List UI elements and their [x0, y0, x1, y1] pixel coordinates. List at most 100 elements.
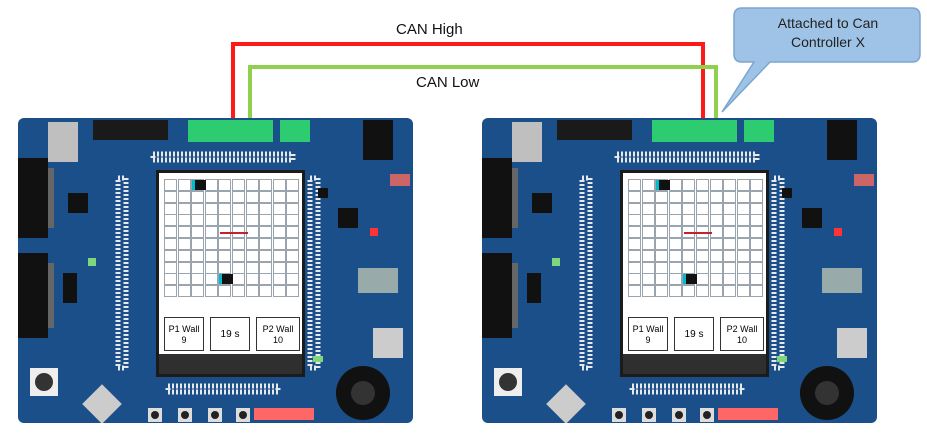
grid-cell — [709, 261, 723, 274]
grid-cell — [628, 226, 641, 239]
grid-cell — [164, 285, 177, 298]
grid-cell — [723, 226, 737, 239]
player2-marker — [219, 274, 234, 285]
grid-cell — [736, 261, 750, 274]
timer-box: 19 s — [674, 317, 714, 351]
grid-cell — [286, 202, 300, 215]
grid-cell — [272, 190, 286, 203]
grid-cell — [641, 273, 655, 286]
p1-wall-value: 9 — [645, 335, 651, 345]
grid-cell — [641, 285, 655, 298]
grid-cell — [668, 285, 682, 298]
grid-cell — [191, 273, 205, 286]
grid-cell — [736, 273, 750, 286]
grid-cell — [723, 179, 737, 191]
grid-cell — [191, 261, 205, 274]
grid-cell — [750, 285, 764, 298]
grid-cell — [682, 261, 696, 274]
grid-cell — [696, 249, 709, 262]
grid-cell — [723, 190, 737, 203]
grid-cell — [232, 249, 245, 262]
grid-cell — [191, 190, 205, 203]
grid-cell — [259, 214, 273, 227]
grid-cell — [204, 238, 218, 250]
grid-cell — [723, 261, 737, 274]
grid-cell — [750, 190, 764, 203]
callout-text: Attached to Can Controller X — [736, 14, 920, 52]
grid-cell — [696, 261, 709, 274]
grid-cell — [245, 214, 259, 227]
grid-cell — [259, 202, 273, 215]
grid-cell — [177, 214, 191, 227]
callout-line-1: Attached to Can — [777, 15, 879, 31]
grid-cell — [696, 285, 709, 298]
game-grid — [164, 179, 300, 298]
grid-cell — [272, 238, 286, 250]
can-high-label: CAN High — [396, 21, 463, 38]
grid-cell — [628, 202, 641, 215]
grid-cell — [191, 226, 205, 239]
grid-cell — [204, 226, 218, 239]
grid-cell — [191, 202, 205, 215]
grid-cell — [204, 202, 218, 215]
grid-cell — [736, 238, 750, 250]
grid-cell — [641, 202, 655, 215]
grid-cell — [164, 179, 177, 191]
grid-cell — [641, 226, 655, 239]
grid-cell — [709, 273, 723, 286]
grid-cell — [668, 261, 682, 274]
grid-cell — [668, 238, 682, 250]
grid-cell — [245, 202, 259, 215]
grid-cell — [723, 249, 737, 262]
grid-cell — [641, 249, 655, 262]
grid-cell — [232, 261, 245, 274]
grid-cell — [177, 273, 191, 286]
grid-cell — [204, 214, 218, 227]
grid-cell — [259, 238, 273, 250]
grid-cell — [177, 226, 191, 239]
p1-wall-label: P1 Wall — [168, 324, 200, 334]
can-high-wire — [231, 42, 705, 118]
grid-cell — [709, 179, 723, 191]
grid-cell — [736, 202, 750, 215]
grid-cell — [232, 273, 245, 286]
grid-cell — [641, 179, 655, 191]
grid-cell — [750, 238, 764, 250]
grid-cell — [232, 238, 245, 250]
grid-cell — [259, 226, 273, 239]
grid-cell — [218, 190, 232, 203]
grid-cell — [191, 285, 205, 298]
grid-cell — [272, 226, 286, 239]
grid-cell — [259, 273, 273, 286]
grid-cell — [272, 273, 286, 286]
grid-cell — [668, 179, 682, 191]
grid-cell — [682, 190, 696, 203]
p1-wall-value: 9 — [181, 335, 187, 345]
grid-cell — [736, 249, 750, 262]
grid-cell — [245, 249, 259, 262]
grid-cell — [641, 214, 655, 227]
grid-cell — [750, 226, 764, 239]
grid-cell — [628, 190, 641, 203]
callout-line-2: Controller X — [791, 34, 865, 50]
grid-cell — [259, 285, 273, 298]
timer-value: 19 s — [684, 329, 704, 340]
grid-cell — [259, 190, 273, 203]
grid-cell — [750, 249, 764, 262]
grid-cell — [272, 202, 286, 215]
grid-cell — [245, 261, 259, 274]
grid-cell — [628, 273, 641, 286]
grid-cell — [232, 179, 245, 191]
p2-wall-value: 10 — [736, 335, 747, 345]
grid-cell — [286, 273, 300, 286]
grid-cell — [272, 249, 286, 262]
grid-cell — [736, 179, 750, 191]
grid-cell — [682, 214, 696, 227]
grid-cell — [286, 214, 300, 227]
